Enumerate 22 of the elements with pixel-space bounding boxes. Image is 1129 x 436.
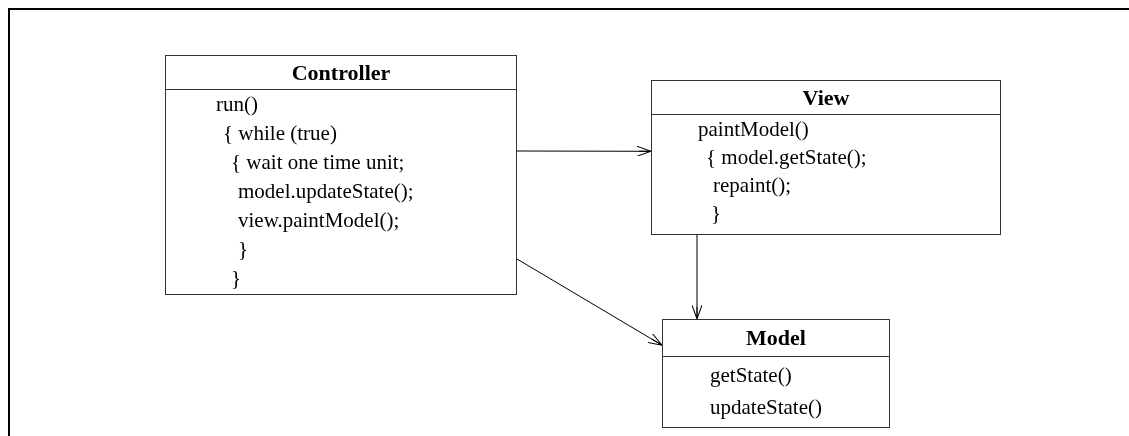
- code-line: { wait one time unit;: [231, 149, 405, 176]
- class-box: [165, 55, 517, 295]
- code-line: getState(): [710, 362, 792, 389]
- code-line: view.paintModel();: [238, 207, 400, 234]
- code-line: run(): [216, 91, 258, 118]
- code-line: paintModel(): [698, 116, 809, 143]
- class-box: [651, 80, 1001, 235]
- arrow: [516, 258, 663, 346]
- code-line: model.updateState();: [238, 178, 414, 205]
- class-name: View: [802, 86, 850, 109]
- code-line: }: [711, 200, 722, 227]
- code-line: { while (true): [223, 120, 337, 147]
- arrow: [516, 145, 652, 157]
- code-line: }: [231, 265, 242, 292]
- arrow: [691, 234, 703, 320]
- code-line: updateState(): [710, 394, 822, 421]
- class-name: Model: [746, 327, 806, 349]
- class-name: Controller: [291, 61, 391, 84]
- class-box: [662, 319, 890, 428]
- code-line: }: [238, 236, 249, 263]
- code-line: repaint();: [713, 172, 792, 199]
- code-line: { model.getState();: [706, 144, 867, 171]
